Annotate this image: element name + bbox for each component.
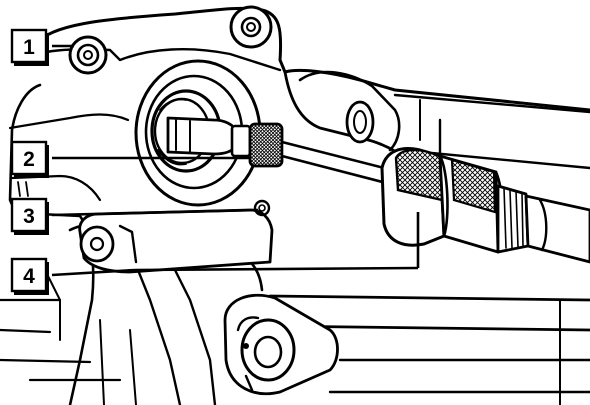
callout-1: 1 — [10, 28, 49, 66]
seal-installer-tool — [166, 116, 590, 264]
callout-label: 4 — [23, 265, 35, 288]
bracket — [78, 199, 274, 274]
callout-leaders — [51, 44, 420, 277]
bolt — [68, 35, 108, 75]
callout-label: 1 — [23, 36, 35, 59]
callout-label: 2 — [23, 148, 35, 171]
callout-2: 2 — [10, 140, 49, 178]
callout-label: 3 — [23, 205, 35, 228]
callout-3: 3 — [10, 197, 49, 235]
callout-4: 4 — [10, 257, 49, 295]
linkage-pin — [223, 293, 339, 396]
